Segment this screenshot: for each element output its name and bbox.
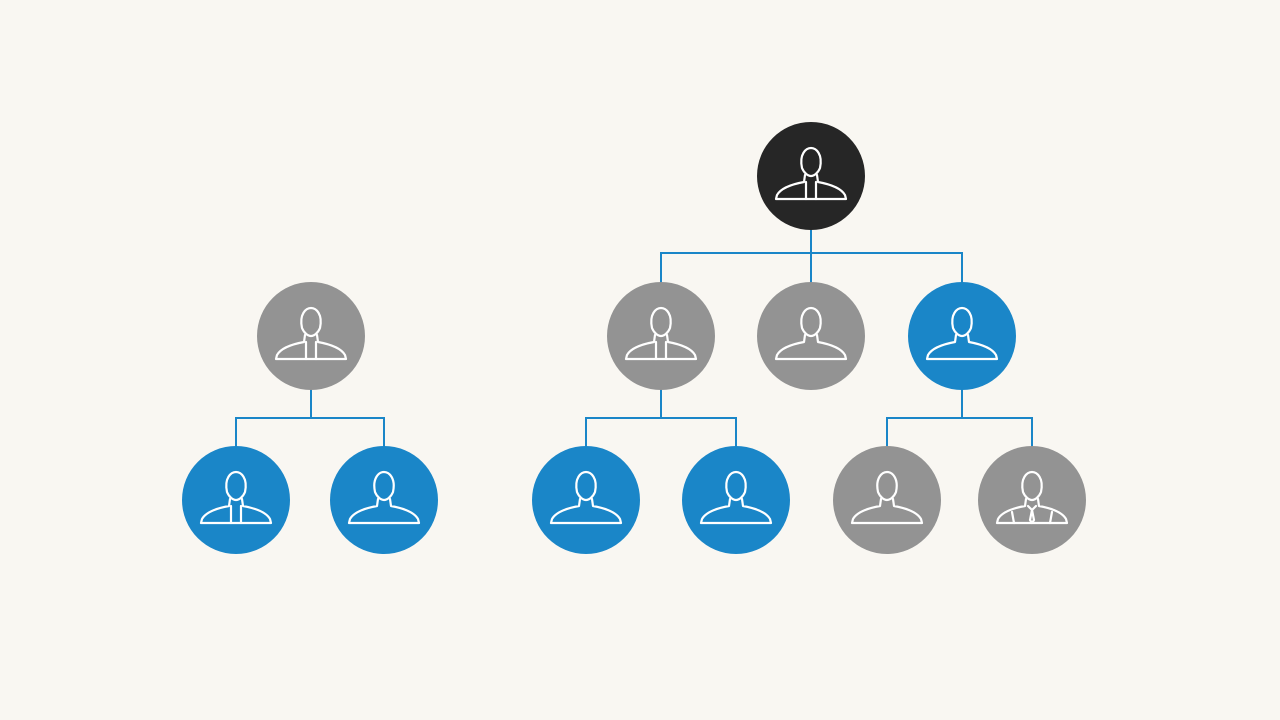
node-leaf-2 — [682, 446, 790, 554]
person-icon — [850, 470, 924, 525]
person-split-icon — [199, 470, 273, 525]
node-root — [757, 122, 865, 230]
person-icon — [699, 470, 773, 525]
node-mid-manager-2 — [757, 282, 865, 390]
node-left-child-1 — [182, 446, 290, 554]
node-leaf-4 — [978, 446, 1086, 554]
node-left-child-2 — [330, 446, 438, 554]
node-left-manager — [257, 282, 365, 390]
person-icon — [925, 306, 999, 361]
node-leaf-3 — [833, 446, 941, 554]
person-split-icon — [274, 306, 348, 361]
connector-mid-manager-1 — [585, 389, 737, 447]
person-icon — [347, 470, 421, 525]
person-split-icon — [624, 306, 698, 361]
node-leaf-1 — [532, 446, 640, 554]
connector-lines — [235, 229, 1033, 447]
connector-mid-manager-3 — [886, 389, 1033, 447]
person-tie-icon — [995, 470, 1069, 525]
person-split-icon — [774, 146, 848, 201]
node-mid-manager-1 — [607, 282, 715, 390]
node-mid-manager-3 — [908, 282, 1016, 390]
person-icon — [774, 306, 848, 361]
person-icon — [549, 470, 623, 525]
connector-left-manager — [235, 389, 385, 447]
org-nodes — [182, 122, 1086, 554]
connector-root — [660, 229, 963, 283]
